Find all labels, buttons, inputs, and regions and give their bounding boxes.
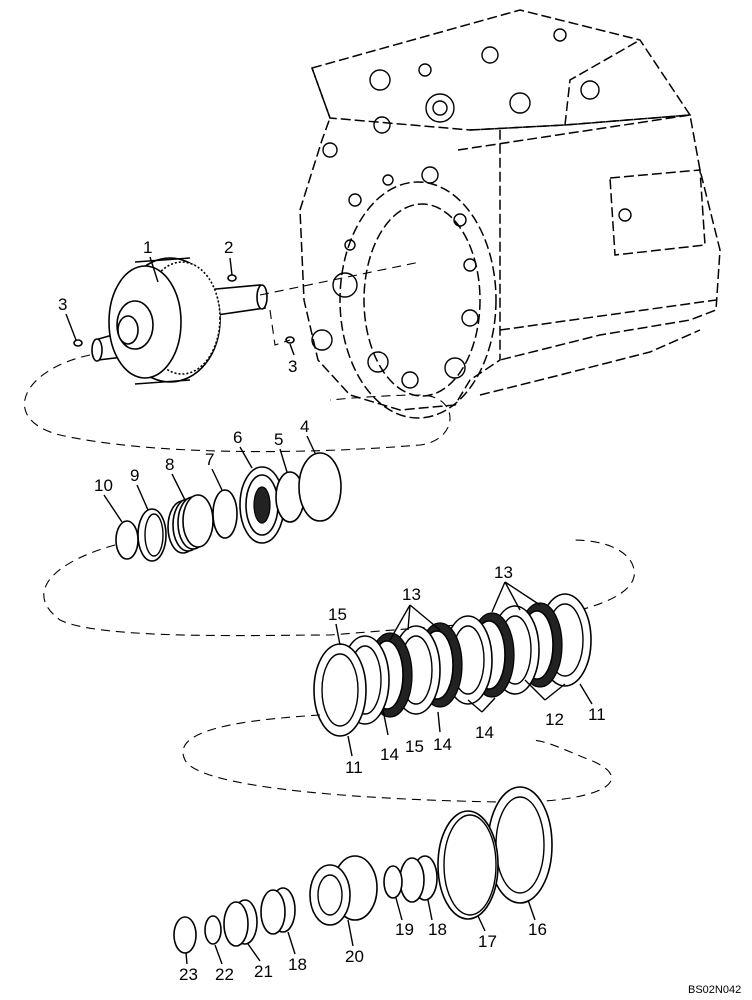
callout-19: 19: [395, 920, 414, 939]
callout-8: 8: [165, 455, 174, 474]
output-gear-row: [173, 786, 553, 954]
callout-10: 10: [94, 476, 113, 495]
callout-labels: 1 2 3 3 4 5 6 7 8 9 10 13 13 15 12 11 14…: [58, 238, 606, 984]
callout-16: 16: [528, 920, 547, 939]
callout-3: 3: [288, 357, 297, 376]
callout-23: 23: [179, 965, 198, 984]
callout-22: 22: [215, 965, 234, 984]
callout-4: 4: [300, 417, 309, 436]
callout-14: 14: [475, 723, 494, 742]
callout-18: 18: [288, 955, 307, 974]
piston-seal-row: [115, 452, 342, 562]
callout-5: 5: [274, 430, 283, 449]
assembly-path-1: [259, 261, 421, 296]
callout-1: 1: [143, 238, 152, 257]
callout-15: 15: [405, 737, 424, 756]
callout-18: 18: [428, 920, 447, 939]
leader-lines-13: [389, 581, 541, 641]
drawing-code: BS02N042: [688, 984, 741, 996]
callout-11: 11: [588, 705, 606, 724]
leader-lines-12: [524, 679, 566, 701]
assembly-path-pin: [269, 309, 291, 346]
callout-2: 2: [224, 238, 233, 257]
callout-6: 6: [233, 428, 242, 447]
assembly-loop-2: [43, 539, 635, 637]
assembly-loop-3: [182, 714, 612, 803]
callout-12: 12: [545, 710, 564, 729]
callout-17: 17: [478, 932, 497, 951]
callout-21: 21: [254, 962, 273, 981]
callout-7: 7: [205, 450, 214, 469]
callout-15: 15: [328, 605, 347, 624]
callout-11: 11: [345, 758, 363, 777]
leader-lines-14: [382, 697, 496, 736]
clutch-pack: [313, 593, 592, 737]
assembly-loop-1: [24, 354, 451, 453]
callout-14: 14: [380, 745, 399, 764]
callout-14: 14: [433, 735, 452, 754]
callout-3: 3: [58, 295, 67, 314]
callout-13: 13: [494, 563, 513, 582]
shaft-clutch-drum-assembly: [73, 257, 295, 385]
callout-9: 9: [130, 466, 139, 485]
callout-13: 13: [402, 585, 421, 604]
callout-20: 20: [345, 947, 364, 966]
callout-leaders: [65, 256, 593, 965]
transmission-housing: [299, 9, 721, 419]
